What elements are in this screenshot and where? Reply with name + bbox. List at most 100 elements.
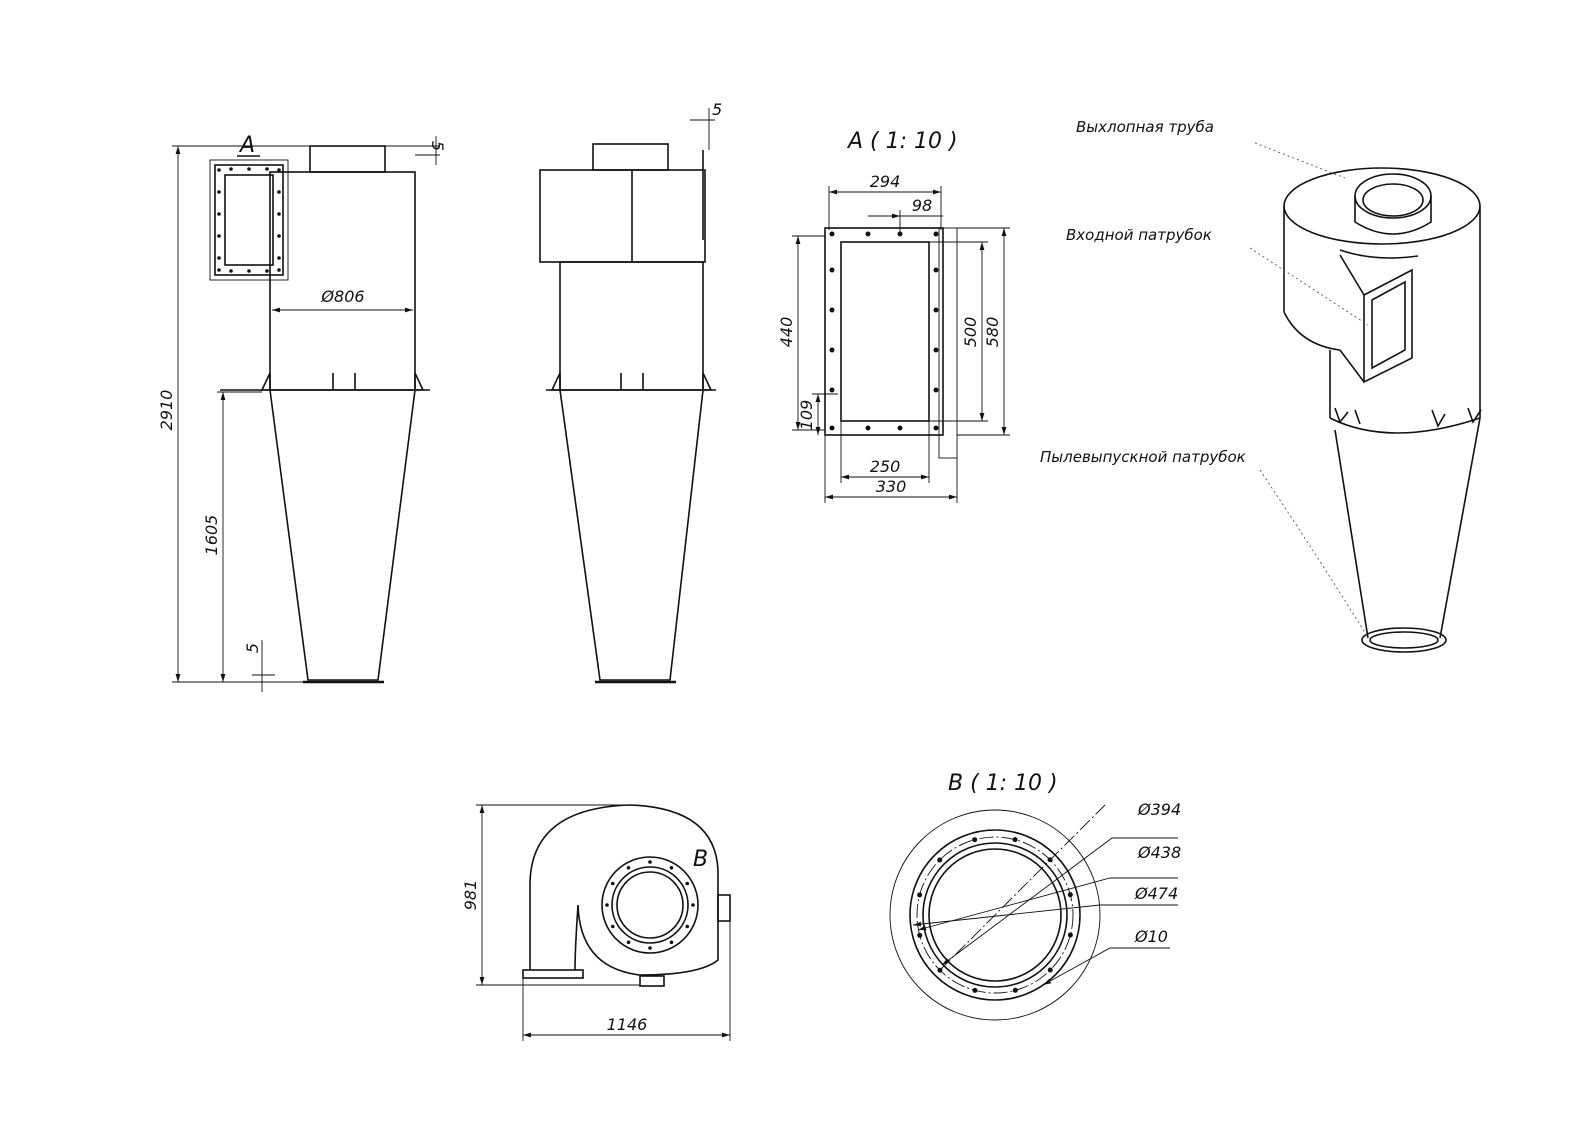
bolt-hole [685,924,690,929]
front-dim-diameter: Ø806 [320,287,364,306]
view-a-dim-580: 580 [983,317,1002,348]
bolt-hole [829,425,835,431]
bolt-hole [972,837,978,843]
bolt-hole [648,946,652,950]
bolt-hole [277,190,281,194]
bolt-hole [277,212,281,216]
view-a-dim-330: 330 [876,477,907,496]
iso-volute-top [1339,249,1419,259]
bolt-hole [217,268,221,272]
side-support-brackets [550,372,713,391]
bolt-hole [917,892,923,898]
bolt-hole [829,267,835,273]
bolt-hole [897,231,903,237]
iso-leader-dust [1259,469,1368,637]
view-a-flange-outer [824,227,944,436]
front-inlet-flange [214,164,284,276]
top-view: 981 1146 B [461,804,731,1041]
bolt-hole [610,924,615,929]
view-b-pipe-inner [928,848,1062,982]
front-dim-bottom-small: 5 [243,643,262,653]
view-a-dim-109: 109 [797,400,816,431]
bolt-hole [265,167,269,171]
top-side-lug [717,894,731,922]
iso-label-exhaust: Выхлопная труба [1076,118,1214,136]
front-dim-total-height: 2910 [157,390,176,431]
view-a-dim-500: 500 [961,317,980,348]
side-cylinder [559,261,704,391]
front-dim-lower-height: 1605 [202,515,221,556]
bolt-hole [933,387,939,393]
bolt-hole [217,190,221,194]
bolt-hole [933,347,939,353]
bolt-hole [277,256,281,260]
bolt-hole [933,425,939,431]
iso-exhaust-wall [1354,196,1432,235]
iso-label-inlet: Входной патрубок [1066,226,1212,244]
side-view: 5 [539,100,722,684]
side-inlet-box [539,169,706,263]
top-exhaust-flange [601,856,699,954]
view-a-side-strip [938,227,958,459]
front-view: 2910 1605 Ø806 5 5 A [157,133,447,692]
iso-inlet-flange [1363,268,1413,384]
view-a-title: A ( 1: 10 ) [846,129,958,154]
bolt-hole [626,940,631,945]
front-dim-top-small: 5 [428,141,447,151]
top-outlet-lug [639,975,665,987]
view-b-detail: B ( 1: 10 ) Ø394 Ø438 Ø474 Ø10 [889,771,1181,1021]
bolt-hole [648,860,652,864]
front-cone [269,389,416,681]
view-b-leader-474 [912,904,1178,927]
bolt-hole [829,347,835,353]
view-b-bolt-circle [916,836,1074,994]
front-exhaust-pipe [309,145,386,173]
top-bolt-holes [605,860,695,950]
side-cone [559,389,704,681]
bolt-hole [972,987,978,993]
iso-brackets [1334,407,1482,428]
bolt-hole [1047,967,1053,973]
view-b-dim-10: Ø10 [1134,927,1168,946]
bolt-hole [933,267,939,273]
front-cylinder [269,171,416,391]
iso-volute [1283,311,1341,351]
view-a-dim-250: 250 [870,457,901,476]
iso-cone [1334,417,1481,639]
bolt-hole [897,425,903,431]
bolt-hole [865,425,871,431]
bolt-hole [685,881,690,886]
view-b-leader-438 [917,877,1178,931]
bolt-hole [277,168,281,172]
iso-cylinder-bottom [1329,417,1481,434]
view-b-dim-438: Ø438 [1137,843,1181,862]
bolt-hole [933,231,939,237]
bolt-hole [277,234,281,238]
front-inlet-bolt-holes [217,167,281,273]
view-b-pipe-outer [922,842,1068,988]
view-b-outer-circle [889,809,1101,1021]
iso-exhaust-outer [1354,173,1432,219]
bolt-hole [937,857,943,863]
view-a-flange-inner [840,241,930,422]
bolt-hole [933,307,939,313]
iso-exhaust-inner [1362,183,1424,217]
bolt-hole [610,881,615,886]
bolt-hole [229,269,233,273]
view-b-bolt-holes [917,837,1073,993]
bolt-hole [1012,987,1018,993]
bolt-hole [229,167,233,171]
top-view-marker: B [693,847,708,872]
view-a-dim-440: 440 [777,317,796,348]
side-dim-top-small: 5 [712,100,722,119]
bolt-hole [626,865,631,870]
top-dim-width: 1146 [607,1015,648,1034]
bolt-hole [217,256,221,260]
view-b-title: B ( 1: 10 ) [948,771,1058,796]
top-dim-height: 981 [461,880,480,911]
view-b-leader-10 [1042,947,1170,986]
iso-view: Выхлопная труба Входной патрубок Пылевып… [1040,118,1482,653]
view-b-leader-394 [941,837,1178,966]
front-lugs [332,373,356,390]
front-view-marker: A [238,133,255,158]
